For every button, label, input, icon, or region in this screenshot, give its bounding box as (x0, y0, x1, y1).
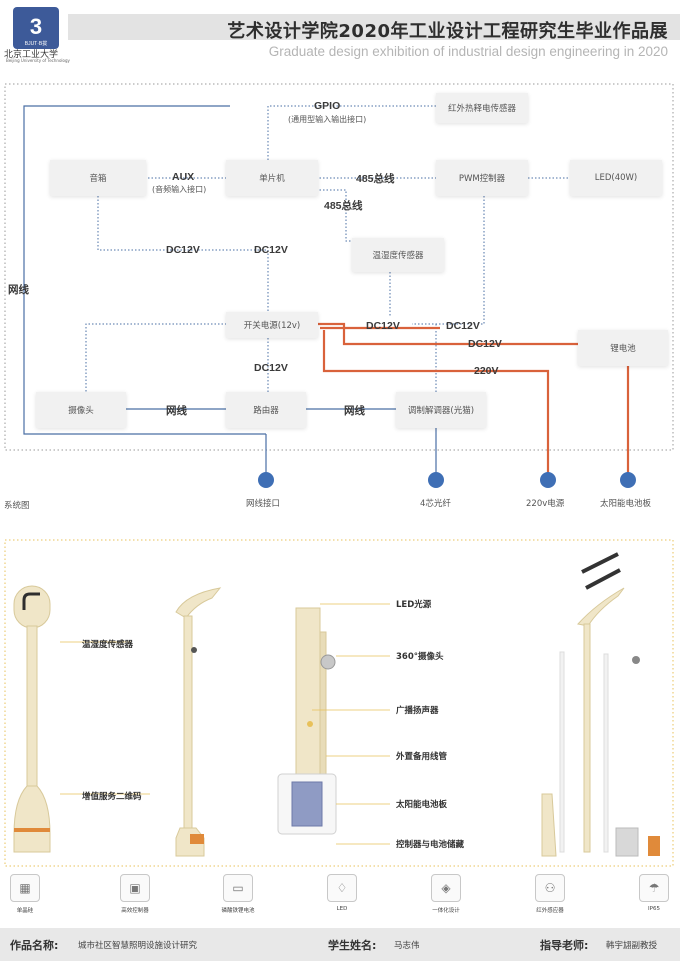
callout-storage: 控制器与电池储藏 (396, 840, 465, 850)
battery-icon: ▭ (223, 874, 253, 902)
school-name: 北京工业大学 (4, 50, 59, 60)
diagram-lines (4, 83, 674, 488)
system-caption: 系统图 (4, 501, 30, 511)
logo-mark: 3 (30, 14, 42, 39)
advisor-value: 韩宇翃副教授 (606, 941, 658, 951)
controller-icon: ▣ (120, 874, 150, 902)
node-led: LED(40W) (570, 160, 662, 196)
callout-conduit: 外置备用线管 (396, 752, 448, 762)
label-net-a: 网线 (166, 405, 187, 417)
feature-integrated: ◈ 一体化设计 (426, 874, 466, 914)
label-dc12v-a: DC12V (166, 244, 200, 256)
label-aux: AUX (172, 171, 195, 183)
port-label-solar: 太阳能电池板 (600, 499, 652, 509)
callout-speaker: 广播扬声器 (396, 706, 439, 716)
diagram-frame (4, 83, 674, 451)
node-pwm: PWM控制器 (436, 160, 528, 196)
callout-camera: 360°摄像头 (396, 652, 444, 662)
lamp-right-pair (541, 552, 660, 857)
work-title-label: 作品名称: (10, 939, 59, 952)
node-modem: 调制解调器(光猫) (396, 392, 486, 428)
page-subtitle: Graduate design exhibition of industrial… (268, 44, 668, 59)
callout-qr: 增值服务二维码 (82, 792, 142, 802)
lamp-detail-view (277, 607, 337, 835)
label-dc12v-b: DC12V (254, 244, 288, 256)
port-label-network: 网线接口 (246, 499, 281, 509)
port-fiber (428, 472, 444, 488)
page-title: 艺术设计学院2020年工业设计工程研究生毕业作品展 (227, 21, 668, 42)
header: 3 BJUT·B拢 北京工业大学 Beijing University of T… (0, 0, 680, 70)
ports (258, 472, 636, 488)
product-frame (4, 539, 674, 867)
callout-led: LED光源 (396, 600, 432, 610)
label-dc12v-f: DC12V (254, 362, 288, 374)
infrared-icon: ⚇ (535, 874, 565, 902)
label-dc12v-e: DC12V (468, 338, 502, 350)
label-aux-sub: (音频输入接口) (152, 185, 207, 194)
callout-th-sensor: 温湿度传感器 (82, 640, 134, 650)
label-gpio: GPIO (314, 100, 341, 112)
logo-text: BJUT·B拢 (25, 40, 48, 47)
port-label-220v: 220v电源 (526, 499, 565, 509)
lamp-front-view (13, 585, 51, 853)
feature-mono-silicon: ▦ 单晶硅 (5, 874, 45, 914)
label-net-b: 网线 (344, 405, 365, 417)
port-network (258, 472, 274, 488)
student-label: 学生姓名: (328, 939, 377, 952)
lamp-side-view (175, 587, 222, 857)
header-band (68, 14, 680, 40)
advisor-label: 指导老师: (540, 939, 589, 952)
work-title-value: 城市社区智慧照明设施设计研究 (78, 941, 198, 951)
net-line-left (23, 105, 266, 435)
ip65-icon: ☂ (639, 874, 669, 902)
product-illustration (4, 539, 674, 867)
integrated-icon: ◈ (431, 874, 461, 902)
node-pir-sensor: 红外热释电传感器 (436, 93, 528, 123)
node-router: 路由器 (226, 392, 306, 428)
port-220v (540, 472, 556, 488)
product-section: 温湿度传感器 增值服务二维码 LED光源 360°摄像头 广播扬声器 外置备用线… (0, 538, 680, 928)
feature-controller: ▣ 高效控制器 (115, 874, 155, 914)
system-diagram: 红外热释电传感器 音箱 单片机 PWM控制器 LED(40W) 温湿度传感器 开… (0, 76, 680, 512)
label-485-a: 485总线 (356, 173, 395, 185)
dotted-links (85, 105, 572, 394)
university-logo: 3 BJUT·B拢 (12, 6, 60, 50)
node-mcu: 单片机 (226, 160, 318, 196)
label-gpio-sub: (通用型输入输出接口) (288, 115, 367, 124)
feature-infrared: ⚇ 红外感应器 (530, 874, 570, 914)
feature-battery: ▭ 磷酸铁锂电池 (218, 874, 258, 914)
callout-solar: 太阳能电池板 (396, 800, 448, 810)
node-camera: 摄像头 (36, 392, 126, 428)
node-battery: 锂电池 (578, 330, 668, 366)
student-value: 马志伟 (394, 941, 420, 951)
modular-icon: ▦ (10, 874, 40, 902)
led-icon: ♢ (327, 874, 357, 902)
feature-ip65: ☂ IP65 (634, 874, 674, 912)
callout-leaders (60, 603, 390, 845)
port-solar (620, 472, 636, 488)
feature-row: ▦ 单晶硅 ▣ 高效控制器 ▭ 磷酸铁锂电池 ♢ LED ◈ 一体化设计 ⚇ 红… (0, 872, 680, 928)
label-dc12v-d: DC12V (446, 320, 480, 332)
label-485-b: 485总线 (324, 200, 363, 212)
label-dc12v-c: DC12V (366, 320, 400, 332)
power-links (316, 322, 630, 476)
port-label-fiber: 4芯光纤 (420, 499, 451, 509)
node-speaker: 音箱 (50, 160, 146, 196)
footer: 作品名称: 城市社区智慧照明设施设计研究 学生姓名: 马志伟 指导老师: 韩宇翃… (0, 928, 680, 961)
node-th-sensor: 温湿度传感器 (352, 238, 444, 272)
node-psu: 开关电源(12v) (226, 312, 318, 338)
school-name-en: Beijing University of Technology (6, 58, 70, 63)
feature-led: ♢ LED (322, 874, 362, 912)
label-220v: 220V (474, 365, 499, 377)
label-net-left: 网线 (8, 284, 29, 296)
